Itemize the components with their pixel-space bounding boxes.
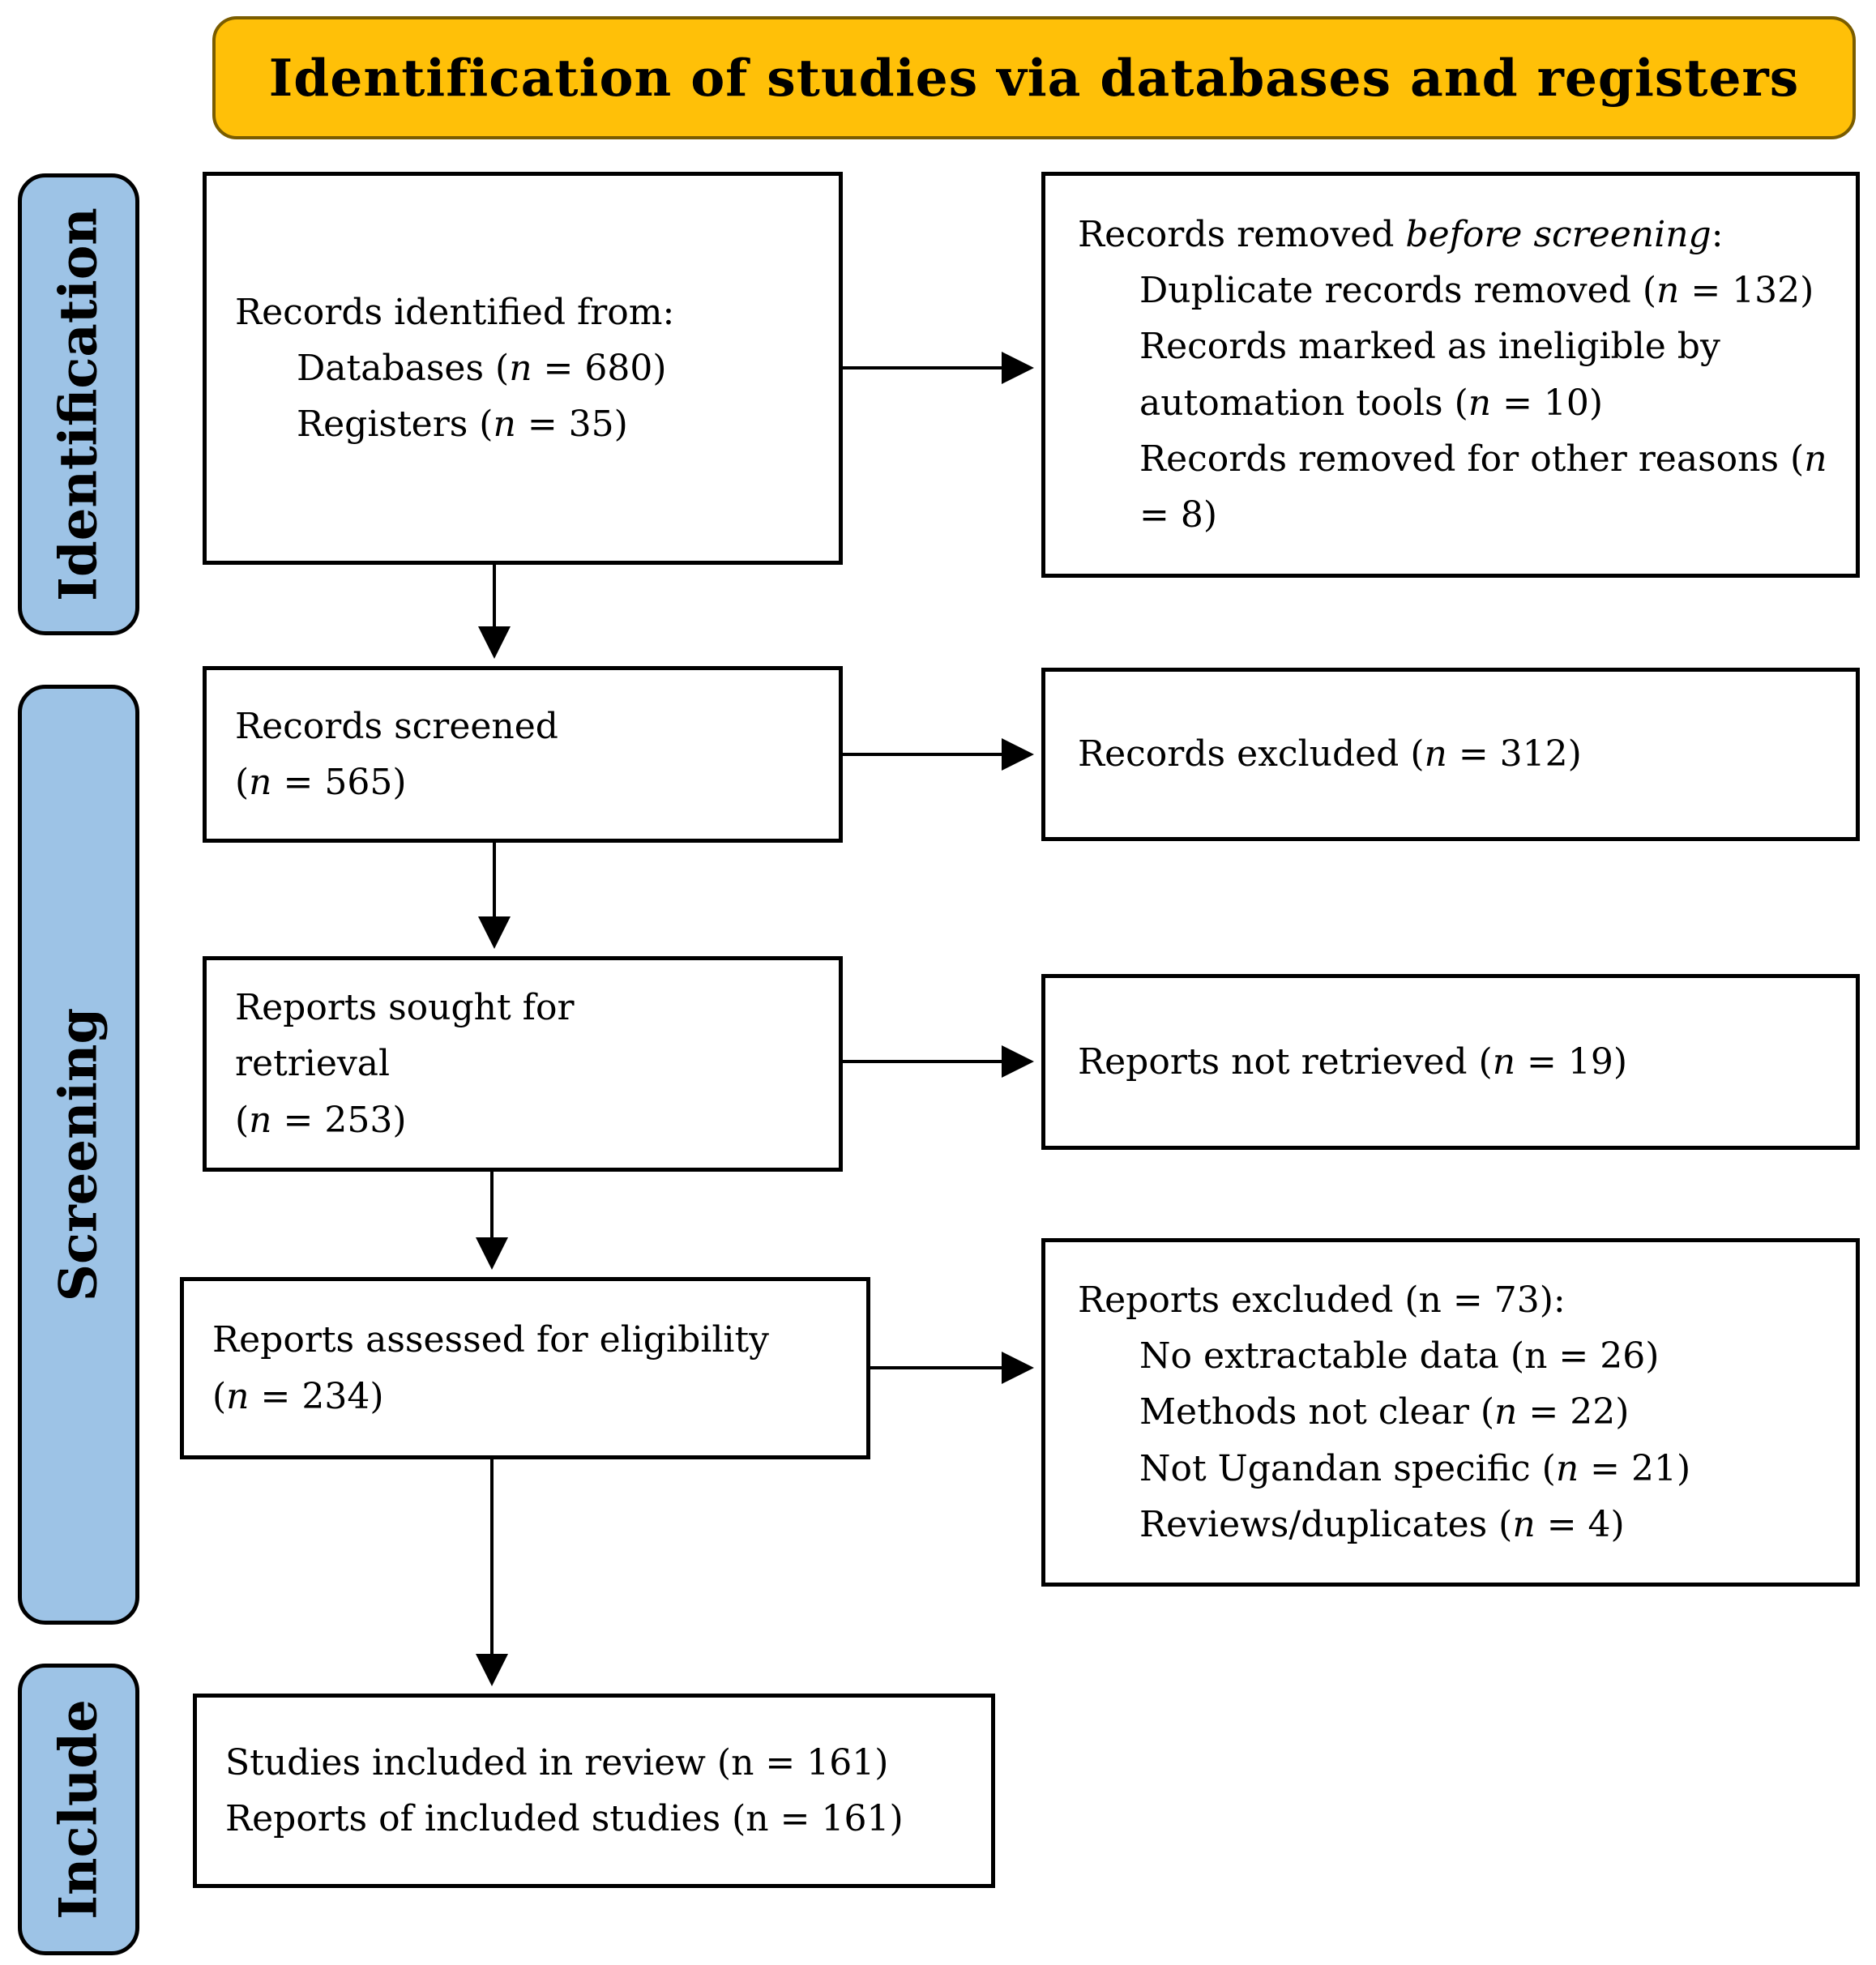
page-title: Identification of studies via databases … — [268, 48, 1800, 108]
text-line: Records removed for other reasons (n = 8… — [1139, 438, 1827, 536]
text-line: Reviews/duplicates (n = 4) — [1139, 1503, 1625, 1545]
text-line: (n = 234) — [212, 1375, 384, 1417]
text-line: Studies included in review (n = 161) — [225, 1741, 889, 1783]
box-reports-excluded: Reports excluded (n = 73): No extractable… — [1041, 1238, 1860, 1587]
text-line: No extractable data (n = 26) — [1139, 1335, 1660, 1378]
stage-label-include-text: Include — [48, 1699, 109, 1920]
text-line: Databases (n = 680) — [297, 347, 667, 389]
text-line: Records excluded (n = 312) — [1078, 733, 1582, 775]
text-line: Duplicate records removed (n = 132) — [1139, 270, 1814, 312]
text-line: Records removed before screening: — [1078, 214, 1724, 256]
text-line: Reports not retrieved (n = 19) — [1078, 1040, 1628, 1083]
stage-label-screening-text: Screening — [48, 1007, 109, 1302]
text-line: Reports excluded (n = 73): — [1078, 1279, 1566, 1322]
box-studies-included-in-review: Studies included in review (n = 161) Repo… — [193, 1694, 995, 1888]
stage-label-include: Include — [18, 1664, 139, 1955]
text-line: Records marked as ineligible by automati… — [1139, 326, 1720, 424]
title-banner: Identification of studies via databases … — [212, 16, 1856, 139]
box-records-excluded: Records excluded (n = 312) — [1041, 668, 1860, 841]
stage-label-screening: Screening — [18, 685, 139, 1625]
box-reports-assessed-for-eligibility: Reports assessed for eligibility (n = 234… — [180, 1277, 870, 1459]
text-line: Not Ugandan specific (n = 21) — [1139, 1447, 1691, 1489]
text-line: Methods not clear (n = 22) — [1139, 1391, 1630, 1433]
text-line: Reports sought for retrieval — [235, 987, 575, 1085]
text-line: (n = 565) — [235, 762, 407, 803]
text-line: Registers (n = 35) — [297, 404, 628, 446]
text-line: (n = 253) — [235, 1099, 407, 1141]
box-records-screened: Records screened (n = 565) — [203, 666, 843, 843]
stage-label-identification: Identification — [18, 173, 139, 635]
box-reports-sought-for-retrieval: Reports sought for retrieval (n = 253) — [203, 956, 843, 1172]
text-line: Reports assessed for eligibility — [212, 1319, 770, 1361]
stage-label-identification-text: Identification — [48, 207, 109, 601]
box-records-identified: Records identified from: Databases (n = 6… — [203, 172, 843, 565]
box-reports-not-retrieved: Reports not retrieved (n = 19) — [1041, 974, 1860, 1150]
text-line: Records screened — [235, 705, 558, 747]
box-records-removed-before-screening: Records removed before screening: Duplica… — [1041, 172, 1860, 578]
text-line: Reports of included studies (n = 161) — [225, 1798, 904, 1839]
text-line: Records identified from: — [235, 291, 675, 333]
